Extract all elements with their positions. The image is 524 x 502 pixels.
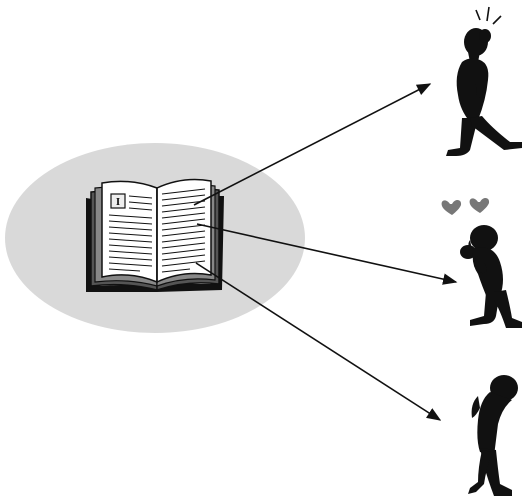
- love-struck-person-icon: [442, 198, 522, 328]
- arrow-to-surprised-figure: [194, 84, 430, 205]
- open-book-icon: I: [86, 180, 224, 292]
- surprise-marks: [476, 7, 501, 24]
- heart-icon: [470, 198, 489, 213]
- heart-icon: [442, 200, 461, 215]
- arrow-to-sad-figure: [196, 263, 440, 420]
- sad-person-icon: [468, 375, 518, 496]
- page-initial-letter: I: [116, 196, 120, 208]
- surprised-person-icon: [446, 7, 522, 156]
